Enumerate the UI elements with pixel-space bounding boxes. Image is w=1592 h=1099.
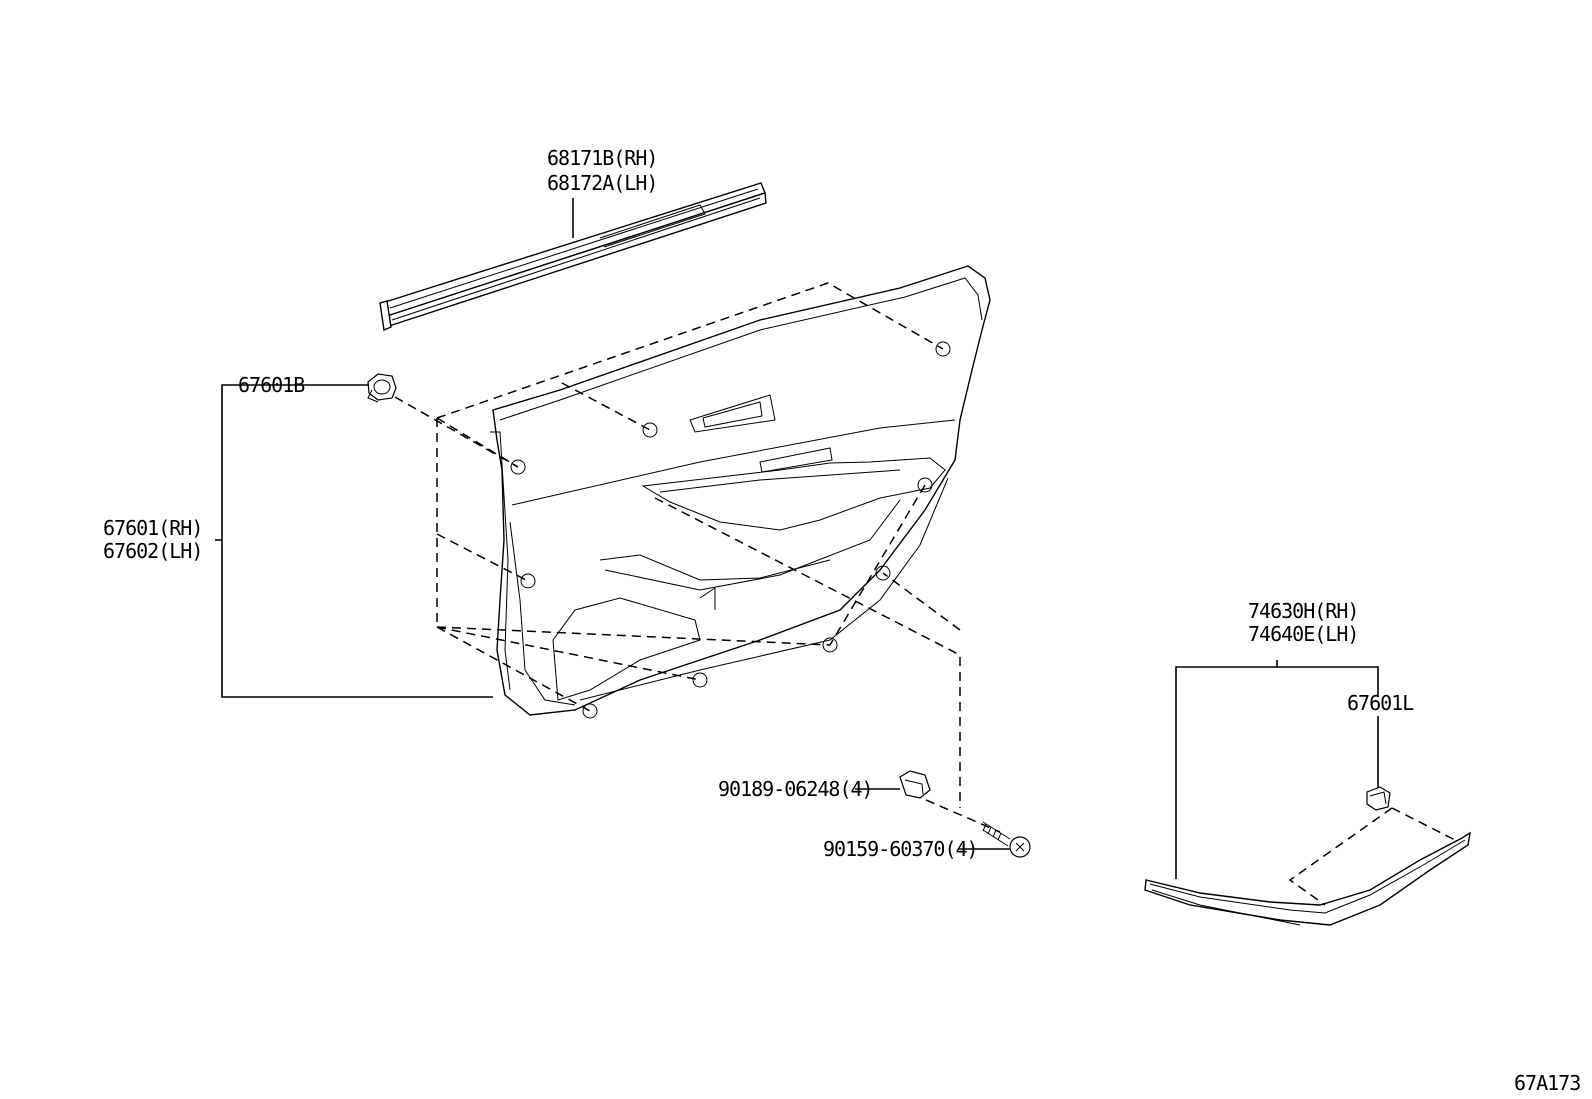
beltline-rh-label: 68171B(RH) — [547, 146, 657, 170]
clip-90189-label: 90189-06248(4) — [718, 777, 873, 801]
clip-90189[interactable] — [899, 770, 931, 799]
clip-hole — [917, 477, 933, 493]
beltline-lh-label: 68172A(LH) — [547, 171, 657, 195]
door-trim-panel[interactable] — [490, 265, 991, 716]
clip-hole — [692, 672, 708, 688]
panel-bracket-leader — [221, 384, 493, 698]
armrest-trim[interactable] — [1144, 831, 1471, 926]
panel-rh-label: 67601(RH) — [103, 516, 202, 540]
beltline-weatherstrip[interactable] — [379, 182, 767, 332]
diagram-code: 67A173 — [1514, 1071, 1580, 1095]
screw-90159-label: 90159-60370(4) — [823, 837, 978, 861]
clip-hole — [582, 703, 598, 719]
clip-l-label: 67601L — [1347, 691, 1414, 715]
assembly-dashed-lines — [394, 282, 1001, 833]
clip-67601b[interactable] — [367, 373, 397, 403]
clip-hole — [935, 341, 951, 357]
clip-67601l[interactable] — [1366, 786, 1391, 811]
clip-hole — [875, 565, 891, 581]
clip-hole — [822, 637, 838, 653]
armrest-lh-label: 74640E(LH) — [1248, 622, 1358, 646]
screw-90159[interactable] — [982, 821, 1031, 858]
panel-clip-holes — [510, 341, 951, 719]
clip-hole — [510, 459, 526, 475]
panel-lh-label: 67602(LH) — [103, 539, 202, 563]
armrest-rh-label: 74630H(RH) — [1248, 599, 1358, 623]
armrest-dashed-lines — [1288, 807, 1456, 906]
clip-b-label: 67601B — [238, 373, 305, 397]
clip-hole — [520, 573, 536, 589]
clip-hole — [642, 422, 658, 438]
